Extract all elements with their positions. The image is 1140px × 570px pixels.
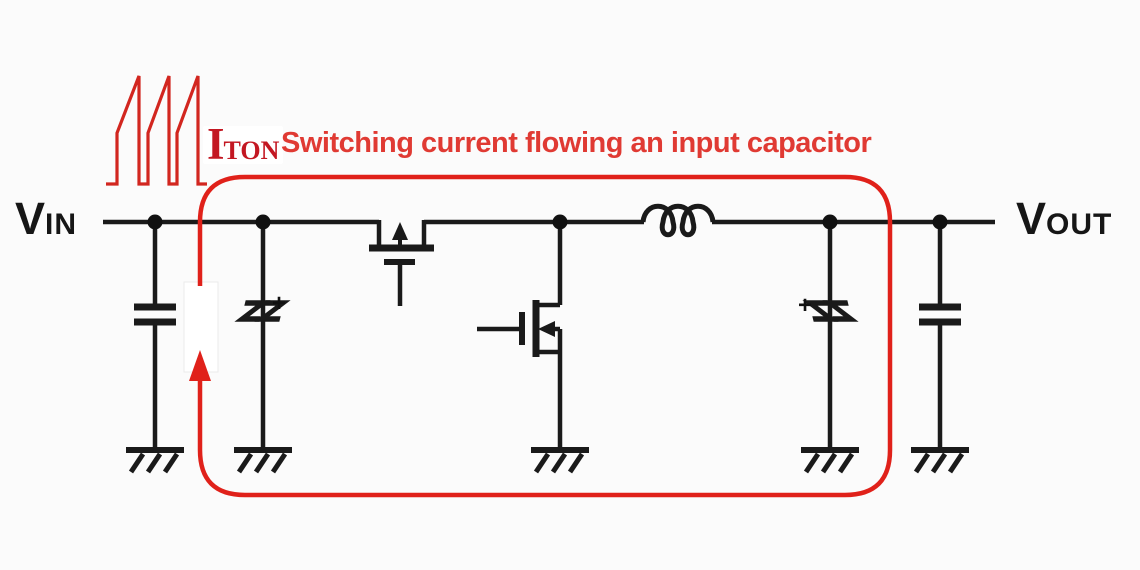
ground-symbols <box>126 447 969 474</box>
junction-dot <box>552 214 568 230</box>
vin-subscript: IN <box>45 208 78 241</box>
current-symbol-subscript: TON <box>223 136 280 165</box>
circuit-wires <box>103 203 995 474</box>
current-arrow-icon <box>189 350 211 381</box>
input-ceramic-capacitor <box>134 222 176 448</box>
mosfet-arrow-icon <box>392 222 408 240</box>
low-side-mosfet <box>477 222 563 448</box>
vout-label: VOUT <box>1016 196 1112 241</box>
junction-dot <box>255 214 271 230</box>
junction-dot <box>822 214 838 230</box>
inductor <box>640 203 716 238</box>
output-ceramic-capacitor <box>919 222 961 448</box>
vin-label: VIN <box>15 196 77 241</box>
high-side-mosfet <box>369 220 434 306</box>
ground-icon <box>911 447 969 474</box>
junction-dot <box>147 214 163 230</box>
mosfet-arrow-icon <box>538 321 555 337</box>
switching-current-waveform <box>106 75 207 186</box>
junction-dot <box>932 214 948 230</box>
junction-dots <box>147 214 948 230</box>
ground-icon <box>801 447 859 474</box>
ground-icon <box>234 447 292 474</box>
ground-icon <box>126 447 184 474</box>
vin-letter: V <box>15 193 46 244</box>
current-symbol-label: ITON <box>203 122 284 167</box>
vout-letter: V <box>1016 193 1047 244</box>
input-electrolytic-capacitor <box>234 222 291 448</box>
output-capacitor-polarity-mark: + <box>798 292 813 319</box>
ground-icon <box>531 447 589 474</box>
vout-subscript: OUT <box>1046 208 1113 241</box>
caption-text: Switching current flowing an input capac… <box>281 127 872 159</box>
current-loop <box>189 174 893 498</box>
current-symbol: I <box>207 119 224 169</box>
output-electrolytic-capacitor <box>802 222 859 448</box>
input-capacitor-polarity-mark: + <box>272 290 287 317</box>
